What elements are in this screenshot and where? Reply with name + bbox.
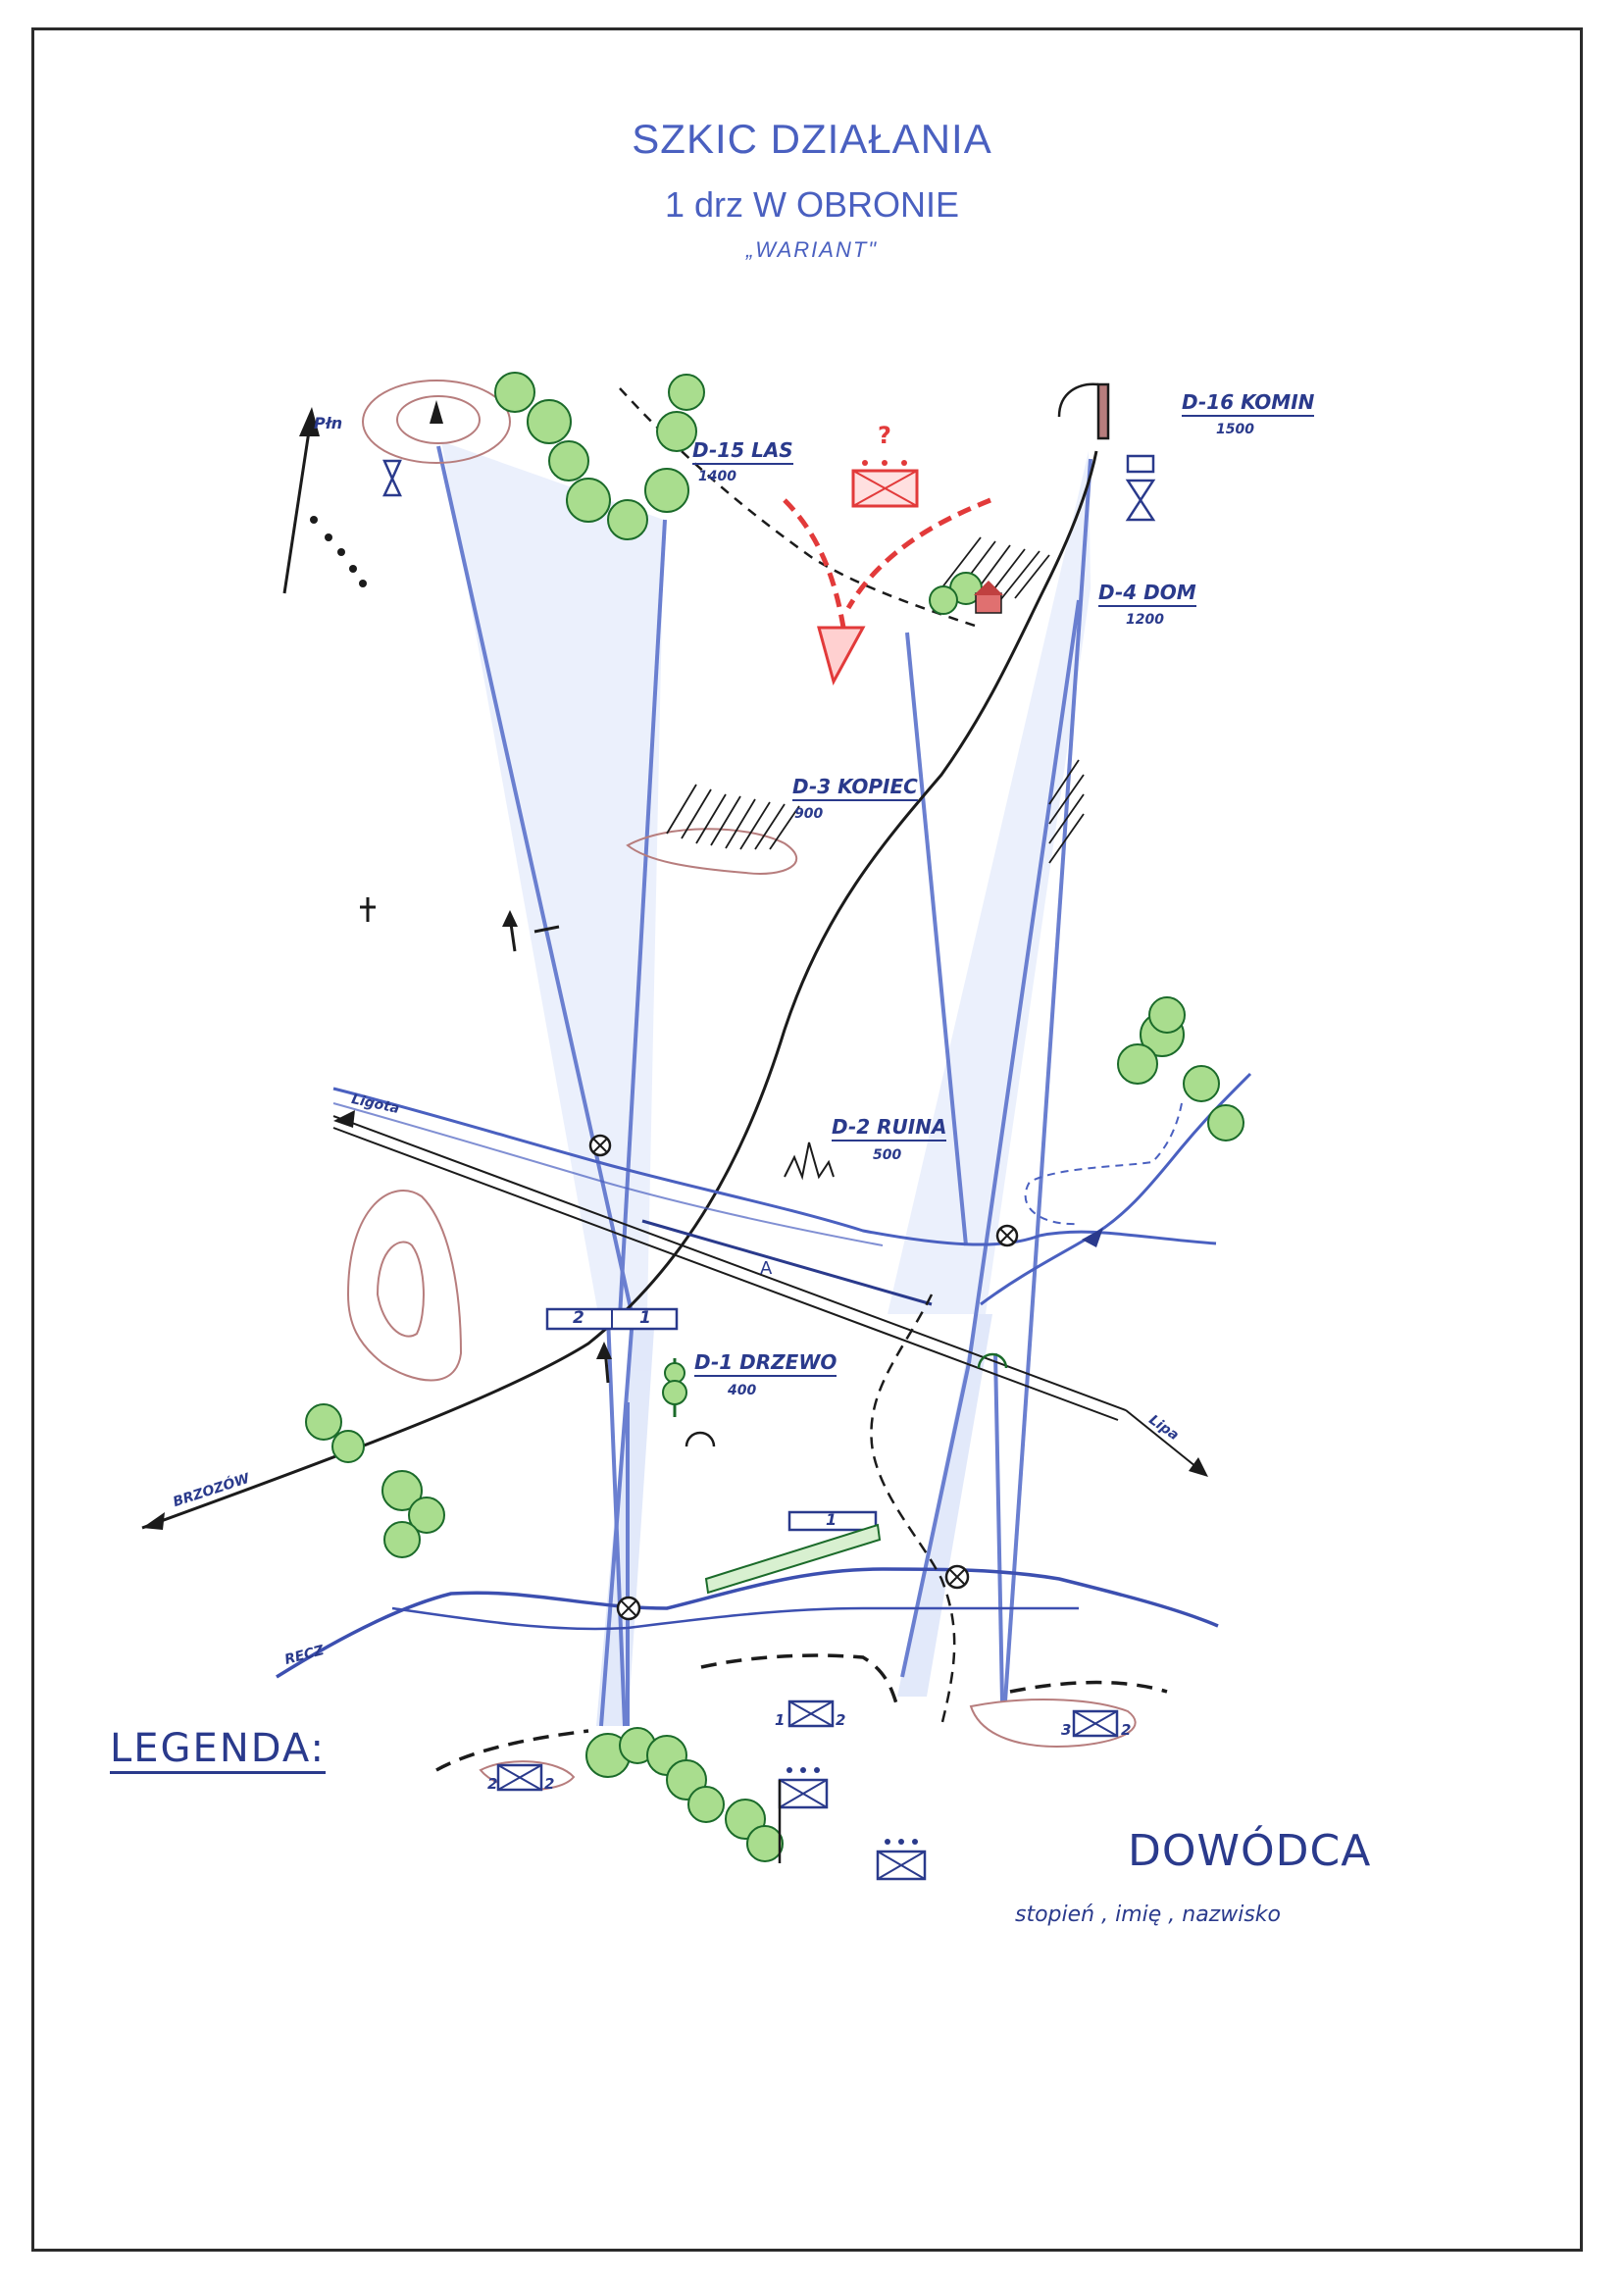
- north-label: Płn: [314, 414, 343, 432]
- road-to-lipa: [1125, 1409, 1202, 1472]
- sector-box-lower: [787, 1510, 878, 1532]
- observation-post-icon-left: [382, 459, 402, 497]
- track-dashed-lower: [870, 1294, 956, 1727]
- terrain-dots: [310, 516, 367, 587]
- terrain-bottom-right: [969, 1699, 1137, 1748]
- ref-point-d3-distance: 900: [794, 806, 824, 822]
- unit-number-3: 1: [775, 1711, 786, 1729]
- ref-point-d1-distance: 400: [728, 1383, 757, 1398]
- forest-left-lower: [305, 1403, 445, 1558]
- sector-label-right: 1: [639, 1308, 651, 1328]
- sector-label-left: 2: [573, 1308, 584, 1328]
- front-line-a: [641, 1219, 933, 1306]
- trig-point-icon: [430, 400, 443, 424]
- forest-d15: [494, 372, 705, 540]
- ruin-icon: [784, 1142, 835, 1181]
- rail-arrow-ligota: [333, 1110, 355, 1128]
- kopiec-mound: [626, 828, 798, 875]
- left-sector-lines: [436, 445, 667, 1727]
- sector-label-lower: 1: [826, 1510, 837, 1529]
- stream-upper: [332, 1087, 1217, 1246]
- ref-point-d2-distance: 500: [873, 1147, 902, 1163]
- north-arrow: [282, 411, 314, 594]
- page-frame: [31, 27, 1583, 2252]
- forest-bottom: [585, 1727, 784, 1862]
- observation-post-icon-right: [1125, 454, 1156, 522]
- house-icon: [974, 581, 1003, 614]
- ref-point-d4-distance: 1200: [1126, 612, 1164, 628]
- ref-point-d2-name: D-2 RUINA: [832, 1115, 947, 1142]
- ref-point-d3-name: D-3 KOPIEC: [792, 775, 918, 801]
- bunker-icons: [685, 1352, 1008, 1447]
- railway-ligota-lipa: [332, 1115, 1127, 1421]
- hq-dots: [787, 460, 918, 1845]
- ref-point-d15-name: D-15 LAS: [692, 438, 793, 465]
- stream-dashed-right: [1024, 1102, 1183, 1226]
- map-title: SZKIC DZIAŁANIA: [632, 116, 992, 162]
- hatched-slope-right: [1048, 759, 1085, 864]
- map-variant: „WARIANT": [745, 237, 879, 262]
- sector-box-center: [545, 1307, 679, 1331]
- commander-label: DOWÓDCA: [1128, 1826, 1372, 1876]
- hatched-slope-d3: [666, 784, 800, 850]
- unit-number-2: 2: [544, 1775, 555, 1793]
- right-sector-lines: [900, 458, 1092, 1702]
- unit-number-1: 2: [487, 1775, 498, 1793]
- ref-point-d4-name: D-4 DOM: [1098, 581, 1196, 607]
- trench-position: [704, 1523, 882, 1595]
- forest-right: [1117, 996, 1244, 1142]
- unit-number-5: 3: [1061, 1721, 1072, 1739]
- ref-point-d16-name: D-16 KOMIN: [1182, 390, 1315, 417]
- ref-point-d1-name: D-1 DRZEWO: [694, 1350, 837, 1377]
- line-label-a: A: [760, 1258, 773, 1279]
- chimney-icon: [1057, 382, 1110, 440]
- cross-icon: [360, 897, 376, 922]
- signature-line: stopień , imię , nazwisko: [1015, 1902, 1281, 1927]
- enemy-arrow-head: [817, 626, 866, 685]
- unit-number-6: 2: [1121, 1721, 1132, 1739]
- north-arrow-head: [299, 407, 320, 436]
- hill-left: [346, 1190, 463, 1382]
- tree-icon-d1: [662, 1358, 687, 1417]
- ref-point-d16-distance: 1500: [1216, 422, 1254, 437]
- unit-number-4: 2: [836, 1711, 846, 1729]
- defense-line-dashed: [435, 1653, 1168, 1772]
- ref-point-d15-distance: 1400: [698, 469, 736, 484]
- forest-d4-house: [929, 572, 983, 615]
- enemy-question-mark: ?: [878, 422, 891, 449]
- road-brzozow-komin: [141, 450, 1098, 1530]
- map-subtitle: 1 drz W OBRONIE: [664, 184, 960, 225]
- stream-to-lipa: [980, 1072, 1252, 1306]
- enemy-attack-arrows: [783, 497, 991, 629]
- hill-topleft: [362, 380, 511, 464]
- road-arrow-lipa: [1189, 1457, 1208, 1477]
- road-arrow-brzozow: [142, 1512, 165, 1530]
- legend-heading: LEGENDA:: [110, 1726, 326, 1774]
- river-recz: [276, 1567, 1219, 1679]
